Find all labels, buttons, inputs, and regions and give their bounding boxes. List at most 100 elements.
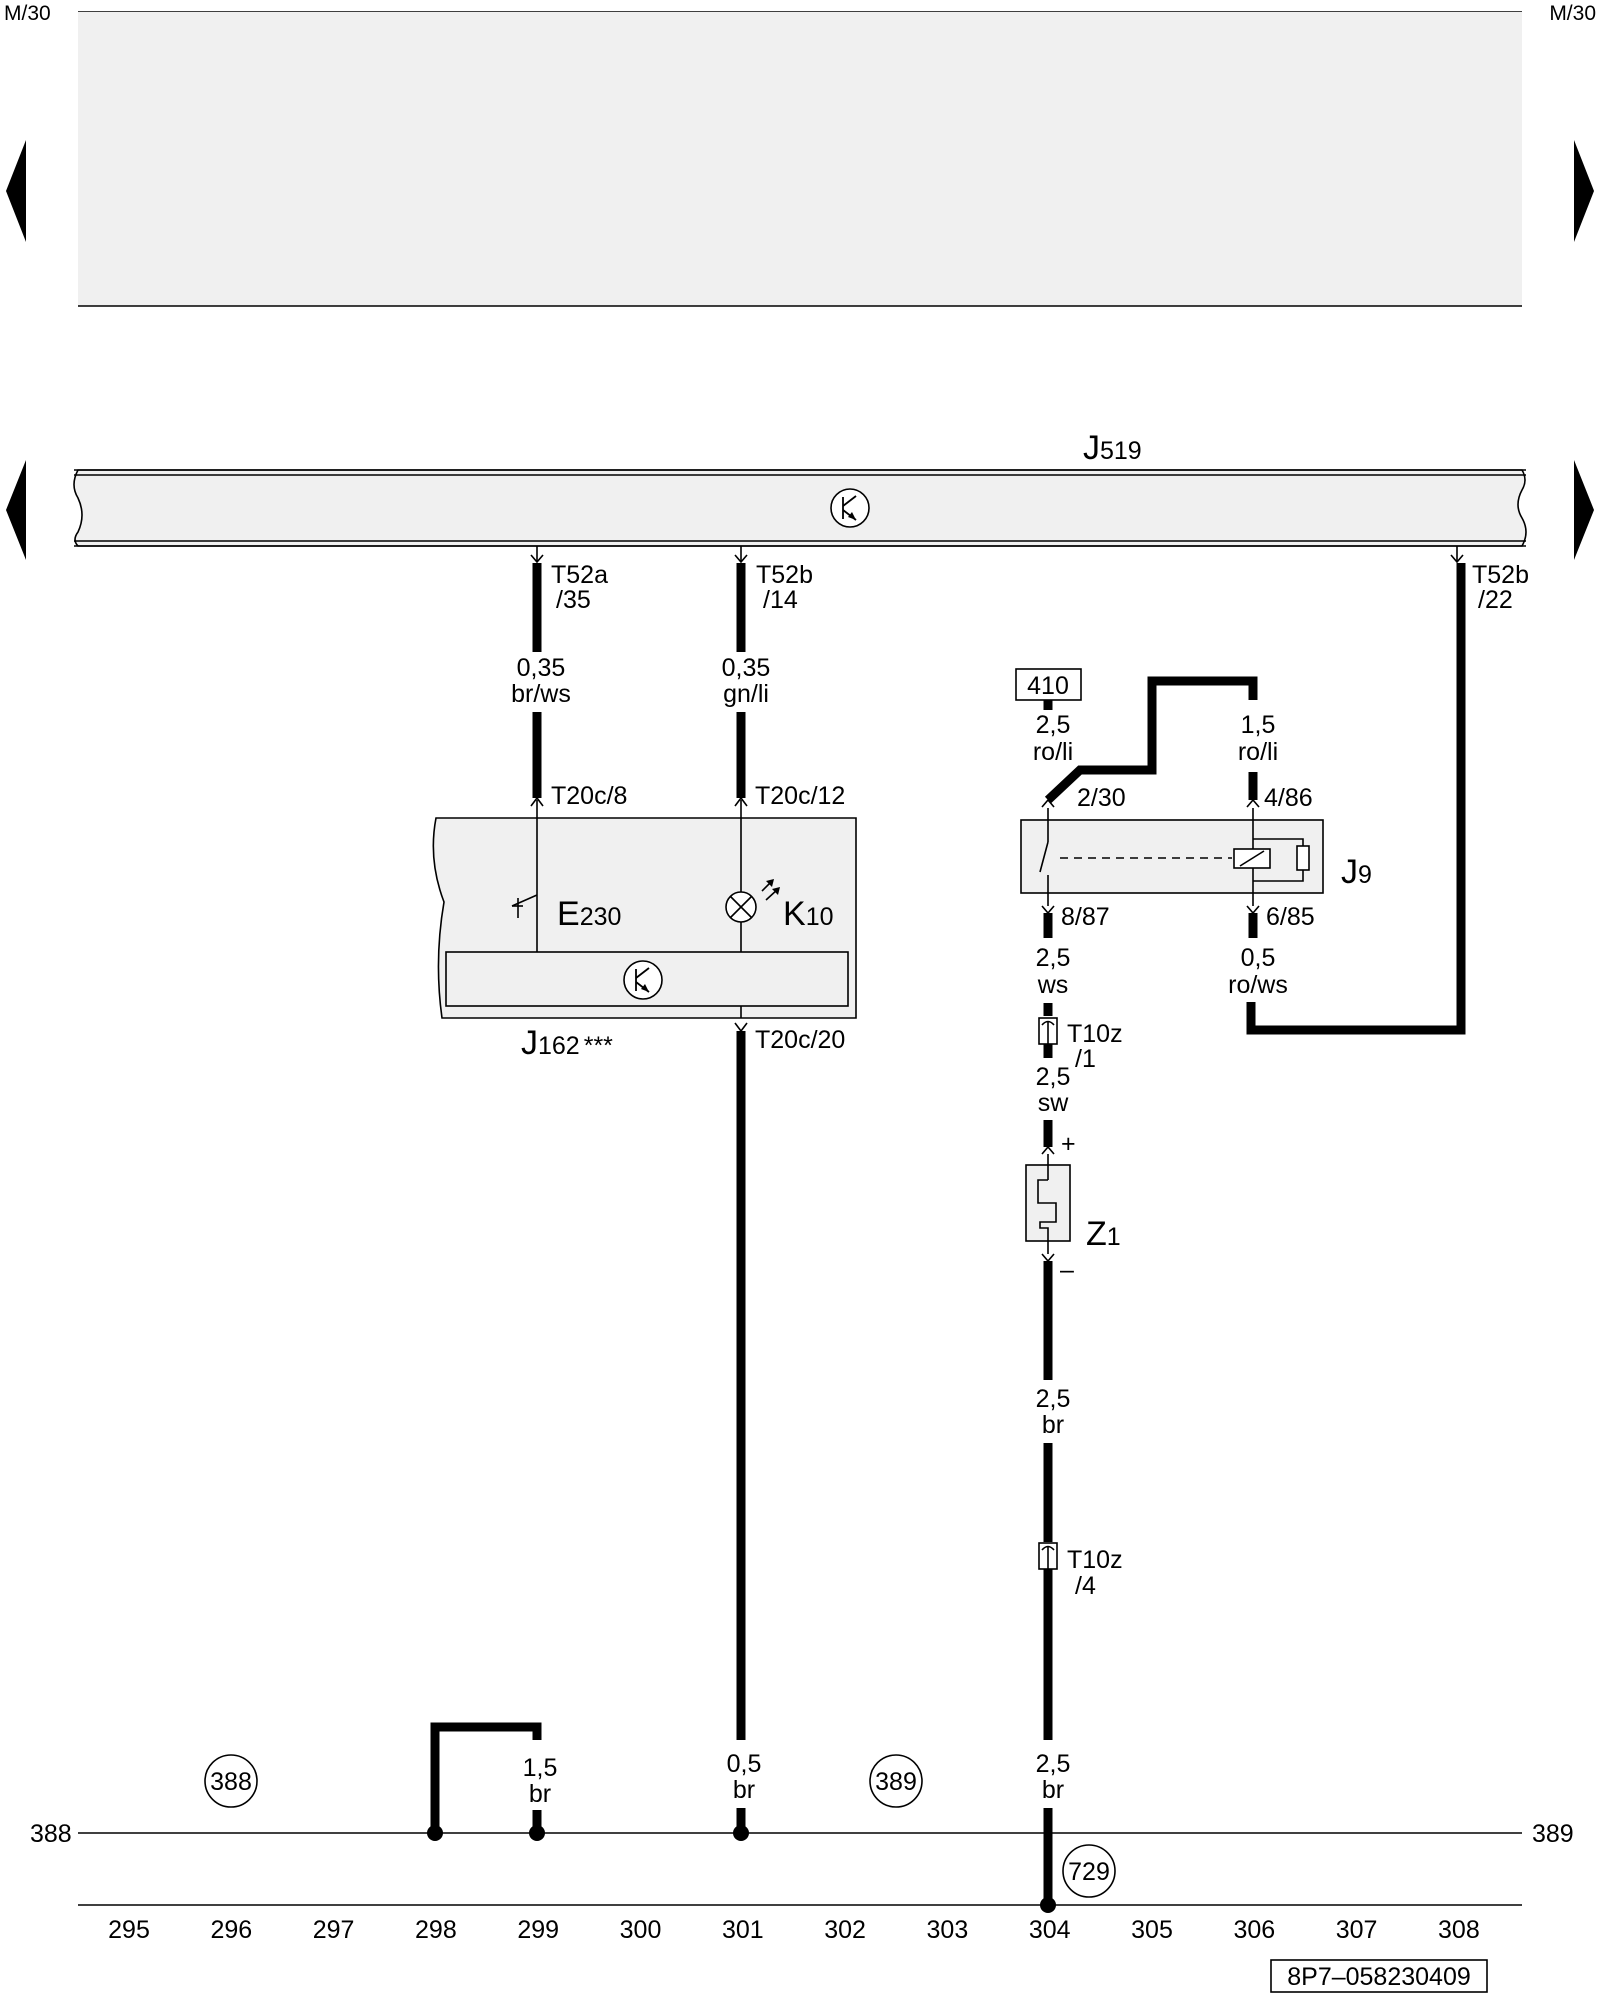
t10z-1-label: T10z bbox=[1067, 1020, 1123, 1048]
j9-2-30-label: 2/30 bbox=[1077, 784, 1126, 812]
t10z-4-connector-icon bbox=[1038, 1542, 1058, 1570]
wire-ro-li-bridge bbox=[1044, 676, 1258, 804]
column-number: 304 bbox=[1029, 1916, 1071, 1944]
column-number: 301 bbox=[722, 1916, 764, 1944]
doc-id-label: 8P7–058230409 bbox=[1287, 1963, 1471, 1991]
transistor-icon bbox=[830, 488, 870, 528]
wire-w1-color: br/ws bbox=[511, 680, 571, 708]
t52a-pin-label: /35 bbox=[556, 586, 591, 614]
next-page-arrow-2-icon[interactable] bbox=[1574, 460, 1594, 560]
top-left-page-ref: M/30 bbox=[4, 2, 51, 25]
k10-label: K10 bbox=[783, 895, 834, 933]
connector-t52a-35 bbox=[530, 546, 544, 564]
z1-minus-pin bbox=[1041, 1253, 1055, 1263]
t20c-20-pin bbox=[734, 1022, 748, 1033]
t20c-20-label: T20c/20 bbox=[755, 1026, 845, 1054]
j162-label: J162*** bbox=[521, 1024, 613, 1062]
column-number: 297 bbox=[313, 1916, 355, 1944]
e230-switch-icon bbox=[511, 880, 538, 920]
column-number: 308 bbox=[1438, 1916, 1480, 1944]
j519-control-unit bbox=[73, 469, 1527, 547]
wire-w3-color: ro/li bbox=[1033, 738, 1073, 766]
column-number: 298 bbox=[415, 1916, 457, 1944]
wire-w9-color: br bbox=[529, 1780, 551, 1808]
t52b-22-pin-label: /22 bbox=[1478, 586, 1513, 614]
t20c-8-pin bbox=[530, 796, 544, 807]
j9-label: J9 bbox=[1341, 853, 1372, 891]
ground-junction-298 bbox=[427, 1825, 443, 1841]
ground-right-ref: 389 bbox=[1532, 1820, 1574, 1848]
next-page-arrow-icon[interactable] bbox=[1574, 140, 1594, 242]
column-number: 305 bbox=[1131, 1916, 1173, 1944]
z1-minus-label: – bbox=[1060, 1256, 1074, 1284]
j9-pin-6-85 bbox=[1246, 905, 1260, 915]
doc-id-box bbox=[1270, 1959, 1488, 1993]
ground-left-ref: 388 bbox=[30, 1820, 72, 1848]
z1-heater-icon bbox=[1025, 1154, 1071, 1254]
transistor-j162-icon bbox=[623, 960, 663, 1000]
ref-410-box bbox=[1015, 668, 1082, 701]
j9-6-85-label: 6/85 bbox=[1266, 903, 1315, 931]
wire-w10-size: 0,5 bbox=[727, 1750, 762, 1778]
ground-circle-729: 729 bbox=[1062, 1844, 1116, 1898]
j9-pin-8-87 bbox=[1041, 905, 1055, 915]
t10z-4-pin-label: /4 bbox=[1075, 1572, 1096, 1600]
wire-w1-size: 0,35 bbox=[517, 654, 566, 682]
column-number: 307 bbox=[1336, 1916, 1378, 1944]
svg-text:388: 388 bbox=[210, 1768, 252, 1796]
wire-w11-color: br bbox=[1042, 1776, 1064, 1804]
t52b-14-label: T52b bbox=[756, 561, 813, 589]
t20c-8-label: T20c/8 bbox=[551, 782, 627, 810]
ref-410-label: 410 bbox=[1027, 672, 1069, 700]
connector-t52b-22 bbox=[1450, 546, 1464, 564]
wire-w2-size: 0,35 bbox=[722, 654, 771, 682]
wire-w8-color: br bbox=[1042, 1411, 1064, 1439]
wire-w10-color: br bbox=[733, 1776, 755, 1804]
svg-text:729: 729 bbox=[1068, 1858, 1110, 1886]
wire-w2-color: gn/li bbox=[723, 680, 769, 708]
column-number: 296 bbox=[210, 1916, 252, 1944]
column-number: 295 bbox=[108, 1916, 150, 1944]
connector-t52b-14 bbox=[734, 546, 748, 564]
wire-w6-size: 0,5 bbox=[1241, 944, 1276, 972]
t10z-1-connector-icon bbox=[1038, 1017, 1058, 1045]
j162-module bbox=[432, 800, 857, 1019]
wire-br-jumper bbox=[430, 1722, 542, 1833]
wire-w7-size: 2,5 bbox=[1036, 1063, 1071, 1091]
top-right-page-ref: M/30 bbox=[1549, 2, 1596, 25]
column-number: 306 bbox=[1233, 1916, 1275, 1944]
j9-8-87-label: 8/87 bbox=[1061, 903, 1110, 931]
column-number: 303 bbox=[927, 1916, 969, 1944]
z1-label: Z1 bbox=[1086, 1215, 1121, 1253]
prev-page-arrow-2-icon[interactable] bbox=[6, 460, 26, 560]
t20c-12-pin bbox=[734, 796, 748, 807]
wire-w5-color: ws bbox=[1037, 971, 1069, 999]
column-number: 300 bbox=[620, 1916, 662, 1944]
t10z-4-label: T10z bbox=[1067, 1546, 1123, 1574]
column-number: 299 bbox=[517, 1916, 559, 1944]
wire-w6-color: ro/ws bbox=[1228, 971, 1288, 999]
wire-w3-size: 2,5 bbox=[1036, 711, 1071, 739]
t20c-12-label: T20c/12 bbox=[755, 782, 845, 810]
j9-pin-4-86 bbox=[1246, 798, 1260, 808]
svg-text:389: 389 bbox=[875, 1768, 917, 1796]
wire-ro-ws-return bbox=[1246, 563, 1466, 1035]
prev-page-arrow-icon[interactable] bbox=[6, 140, 26, 242]
e230-label: E230 bbox=[557, 895, 621, 933]
t52b-14-pin-label: /14 bbox=[763, 586, 798, 614]
ground-junction-299 bbox=[529, 1825, 545, 1841]
z1-plus-label: + bbox=[1061, 1130, 1076, 1158]
wire-w9-size: 1,5 bbox=[523, 1754, 558, 1782]
t10z-1-pin-label: /1 bbox=[1075, 1045, 1096, 1073]
k10-lamp-icon bbox=[725, 879, 780, 923]
ground-circle-388: 388 bbox=[204, 1754, 258, 1808]
wire-w11-size: 2,5 bbox=[1036, 1750, 1071, 1778]
j9-4-86-label: 4/86 bbox=[1264, 784, 1313, 812]
t52a-label: T52a bbox=[551, 561, 608, 589]
wire-w5-size: 2,5 bbox=[1036, 944, 1071, 972]
z1-plus-pin bbox=[1041, 1145, 1055, 1155]
ground-circle-389: 389 bbox=[869, 1754, 923, 1808]
wire-w4-color: ro/li bbox=[1238, 738, 1278, 766]
